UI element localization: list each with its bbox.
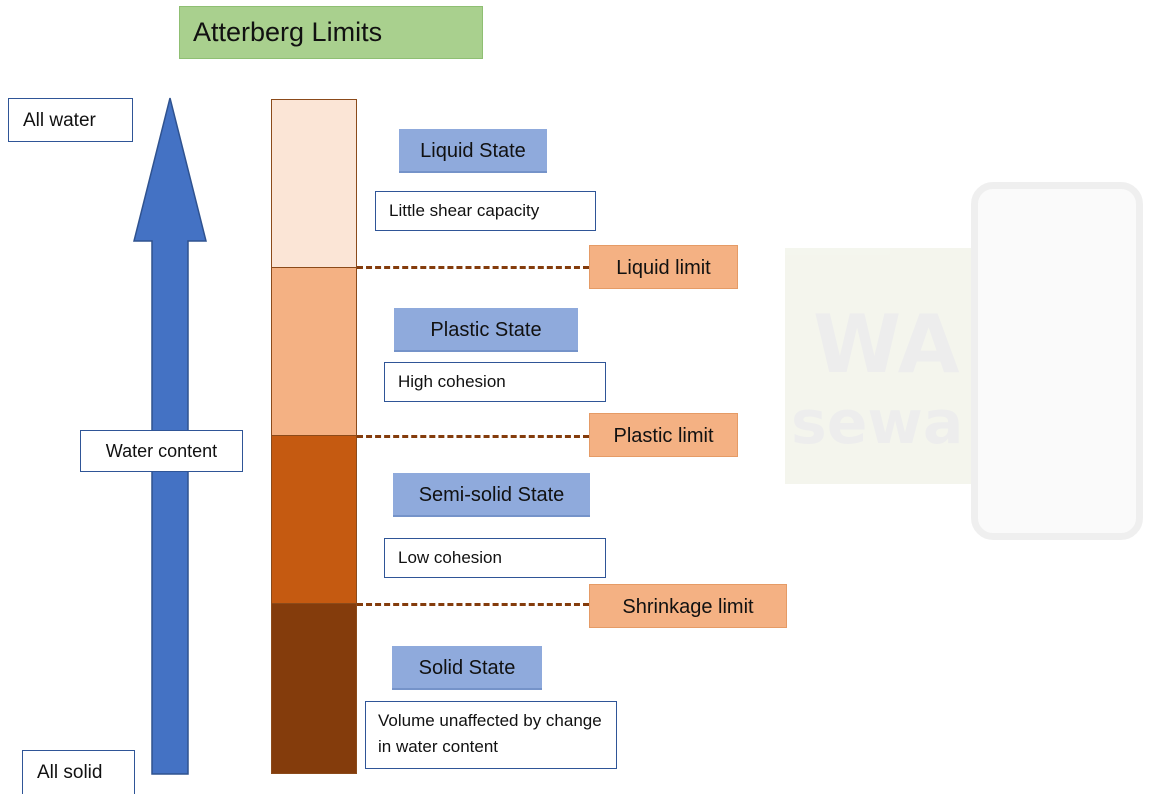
all-water-label: All water (8, 98, 133, 142)
solid-state-segment (271, 603, 357, 774)
solid-state-label: Solid State (392, 646, 542, 690)
watermark-logo: WA sewa (785, 182, 1157, 542)
liquid-state-label: Liquid State (399, 129, 547, 173)
plastic-limit-line (357, 435, 589, 438)
liquid-state-segment (271, 99, 357, 268)
solid-state-description: Volume unaffected by change in water con… (365, 701, 617, 769)
watermark-phone (971, 182, 1143, 540)
plastic-limit-label: Plastic limit (589, 413, 738, 457)
semi-solid-state-label: Semi-solid State (393, 473, 590, 517)
semi-solid-state-description: Low cohesion (384, 538, 606, 578)
all-solid-label: All solid (22, 750, 135, 794)
shrinkage-limit-label: Shrinkage limit (589, 584, 787, 628)
watermark-letters: WA (813, 298, 960, 391)
water-content-label: Water content (80, 430, 243, 472)
plastic-state-segment (271, 267, 357, 436)
page-title: Atterberg Limits (179, 6, 483, 59)
semi-solid-state-segment (271, 435, 357, 604)
liquid-state-description: Little shear capacity (375, 191, 596, 231)
plastic-state-label: Plastic State (394, 308, 578, 352)
liquid-limit-line (357, 266, 589, 269)
liquid-limit-label: Liquid limit (589, 245, 738, 289)
watermark-word: sewa (791, 388, 964, 458)
shrinkage-limit-line (357, 603, 589, 606)
plastic-state-description: High cohesion (384, 362, 606, 402)
